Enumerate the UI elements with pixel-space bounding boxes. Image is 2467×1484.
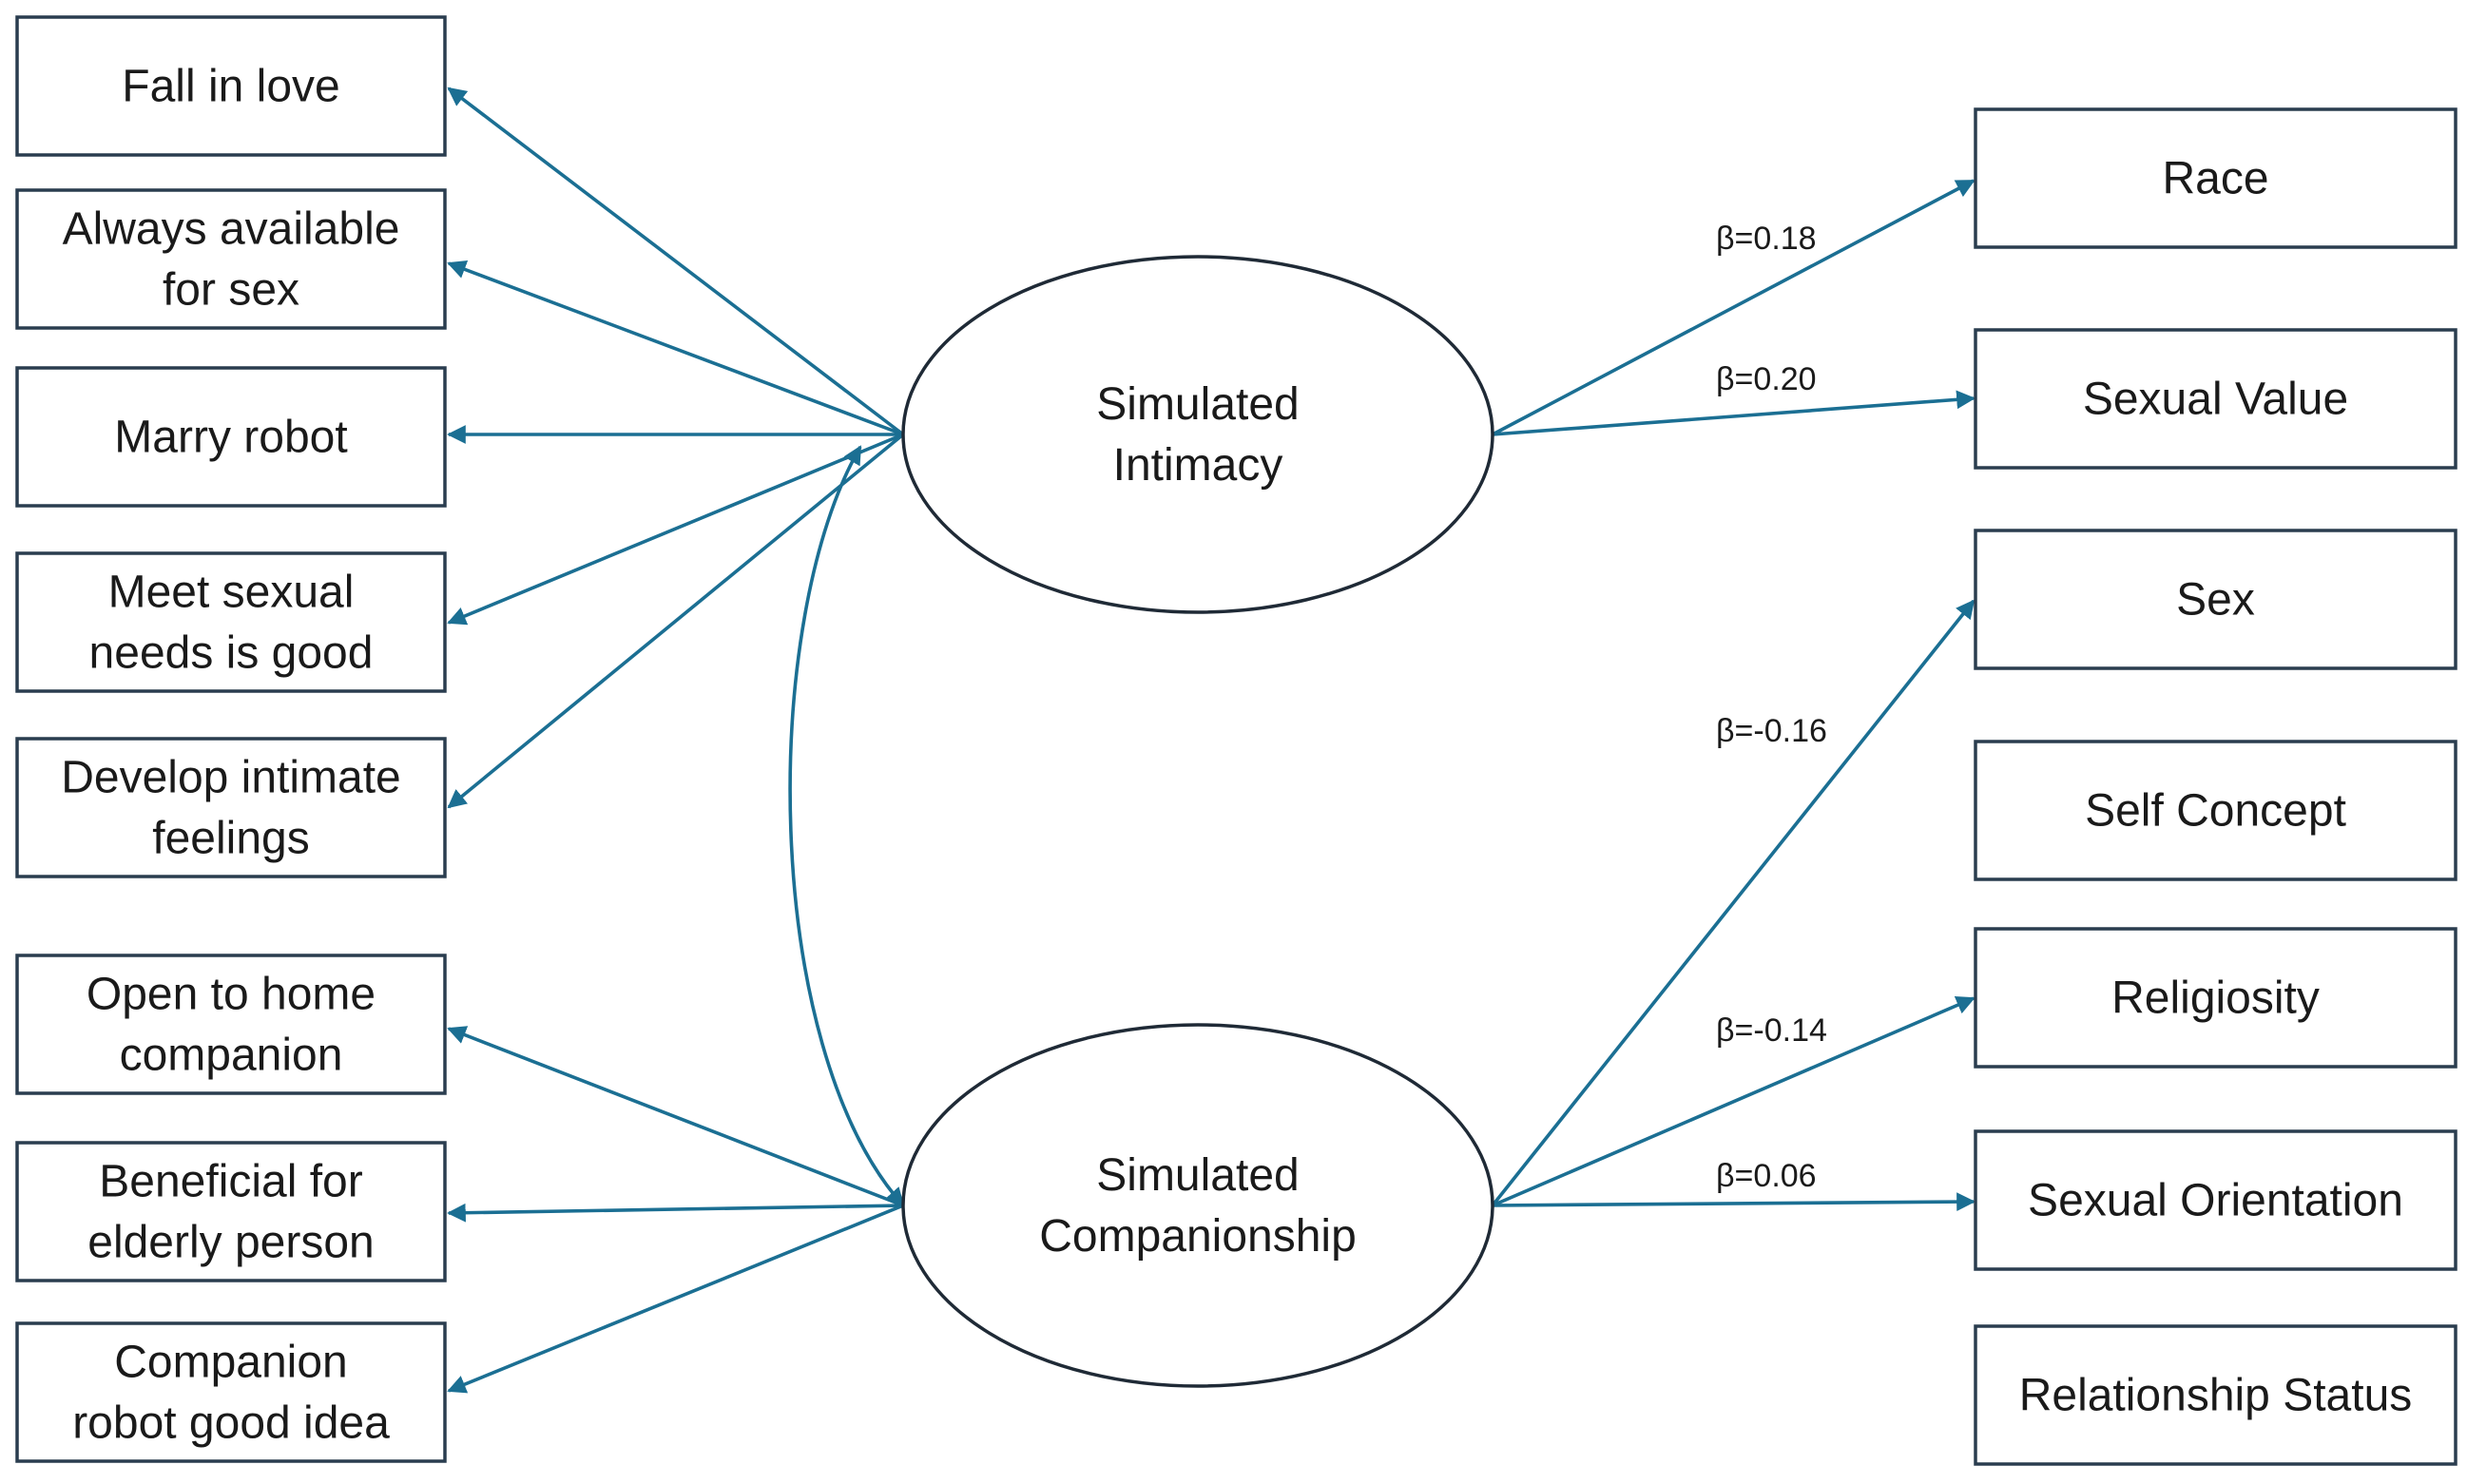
indicator-box-open-home-companion-label: Open to home xyxy=(87,970,376,1020)
latent-simulated-companionship-ellipse xyxy=(901,1023,1494,1388)
loading-arrow-meet-sexual-needs xyxy=(447,433,904,626)
outcome-box-religiosity-border xyxy=(1974,927,2457,1069)
loading-arrow-beneficial-elderly xyxy=(447,1203,904,1223)
latent-simulated-companionship-label: Companionship xyxy=(1039,1211,1357,1262)
outcome-box-sexual-value: Sexual Value xyxy=(1974,328,2457,470)
indicator-box-companion-good-idea: Companion robot good idea xyxy=(15,1321,447,1463)
indicator-box-always-available-border xyxy=(15,188,447,330)
indicator-box-open-home-companion-label: companion xyxy=(120,1031,343,1081)
beta-label-sexual-value: β=0.20 xyxy=(1716,361,1817,397)
outcome-box-sexual-value-label: Sexual Value xyxy=(2083,375,2348,425)
outcome-box-race-label: Race xyxy=(2162,154,2268,204)
indicator-box-beneficial-elderly-label: elderly person xyxy=(87,1218,375,1268)
indicator-box-companion-good-idea-label: Companion xyxy=(114,1338,347,1388)
covariance-curve xyxy=(788,445,905,1207)
loading-arrow-companion-good-idea xyxy=(447,1204,904,1394)
outcome-box-relationship-status: Relationship Status xyxy=(1974,1324,2457,1466)
loading-arrow-open-home-companion xyxy=(447,1026,904,1207)
indicator-box-companion-good-idea-border xyxy=(15,1321,447,1463)
indicator-box-meet-sexual-needs: Meet sexual needs is good xyxy=(15,551,447,693)
path-arrow-sex xyxy=(1491,599,1976,1207)
path-arrow-sexual-value xyxy=(1492,390,1976,436)
latent-simulated-intimacy-ellipse xyxy=(901,255,1494,614)
indicator-box-meet-sexual-needs-label: Meet sexual xyxy=(108,568,355,618)
loading-arrow-develop-intimate xyxy=(447,433,905,809)
latent-simulated-intimacy-label: Intimacy xyxy=(1113,440,1283,491)
outcome-box-sex-border xyxy=(1974,529,2457,670)
indicator-box-develop-intimate: Develop intimate feelings xyxy=(15,737,447,878)
outcome-box-religiosity-label: Religiosity xyxy=(2111,973,2320,1024)
indicator-box-always-available: Always available for sex xyxy=(15,188,447,330)
outcome-box-sex: Sex xyxy=(1974,529,2457,670)
outcome-box-self-concept: Self Concept xyxy=(1974,740,2457,881)
beta-label-race: β=0.18 xyxy=(1716,221,1817,257)
indicator-box-always-available-label: for sex xyxy=(163,265,299,316)
outcome-box-race-border xyxy=(1974,107,2457,249)
indicator-box-marry-robot-label: Marry robot xyxy=(114,413,347,463)
outcome-box-religiosity: Religiosity xyxy=(1974,927,2457,1069)
indicator-box-beneficial-elderly-label: Beneficial for xyxy=(99,1157,362,1207)
indicator-box-develop-intimate-border xyxy=(15,737,447,878)
loading-arrow-fall-in-love xyxy=(447,87,905,436)
indicator-box-meet-sexual-needs-border xyxy=(15,551,447,693)
path-arrow-race xyxy=(1492,179,1976,436)
indicator-box-open-home-companion: Open to home companion xyxy=(15,954,447,1095)
indicator-box-fall-in-love-border xyxy=(15,15,447,157)
outcome-box-sexual-orientation-label: Sexual Orientation xyxy=(2028,1176,2403,1226)
latent-simulated-intimacy-label: Simulated xyxy=(1096,379,1299,430)
beta-label-sexual-orientation: β=0.06 xyxy=(1716,1158,1817,1194)
beta-label-religiosity: β=-0.14 xyxy=(1716,1012,1827,1049)
indicator-box-meet-sexual-needs-label: needs is good xyxy=(89,628,374,679)
outcome-box-relationship-status-border xyxy=(1974,1324,2457,1466)
indicator-box-companion-good-idea-label: robot good idea xyxy=(72,1398,390,1449)
path-arrow-sexual-orientation xyxy=(1492,1192,1976,1212)
outcome-box-self-concept-border xyxy=(1974,740,2457,881)
outcome-box-self-concept-label: Self Concept xyxy=(2085,786,2346,837)
indicator-box-open-home-companion-border xyxy=(15,954,447,1095)
outcome-box-sexual-orientation-border xyxy=(1974,1129,2457,1271)
outcome-box-relationship-status-label: Relationship Status xyxy=(2019,1371,2413,1421)
beta-label-sex: β=-0.16 xyxy=(1716,713,1827,749)
indicator-box-marry-robot: Marry robot xyxy=(15,366,447,508)
indicator-box-beneficial-elderly-border xyxy=(15,1141,447,1282)
indicator-box-fall-in-love: Fall in love xyxy=(15,15,447,157)
latent-simulated-companionship-label: Simulated xyxy=(1096,1150,1299,1201)
indicator-box-always-available-label: Always available xyxy=(63,204,400,255)
path-arrow-religiosity xyxy=(1492,995,1976,1207)
indicator-box-beneficial-elderly: Beneficial for elderly person xyxy=(15,1141,447,1282)
outcome-box-sexual-value-border xyxy=(1974,328,2457,470)
indicator-box-fall-in-love-label: Fall in love xyxy=(122,62,339,112)
outcome-box-sex-label: Sex xyxy=(2176,575,2255,626)
loading-arrow-always-available xyxy=(447,260,904,436)
outcome-box-race: Race xyxy=(1974,107,2457,249)
indicator-box-marry-robot-border xyxy=(15,366,447,508)
indicator-box-develop-intimate-label: Develop intimate xyxy=(61,753,401,803)
indicator-box-develop-intimate-label: feelings xyxy=(152,814,309,864)
outcome-box-sexual-orientation: Sexual Orientation xyxy=(1974,1129,2457,1271)
